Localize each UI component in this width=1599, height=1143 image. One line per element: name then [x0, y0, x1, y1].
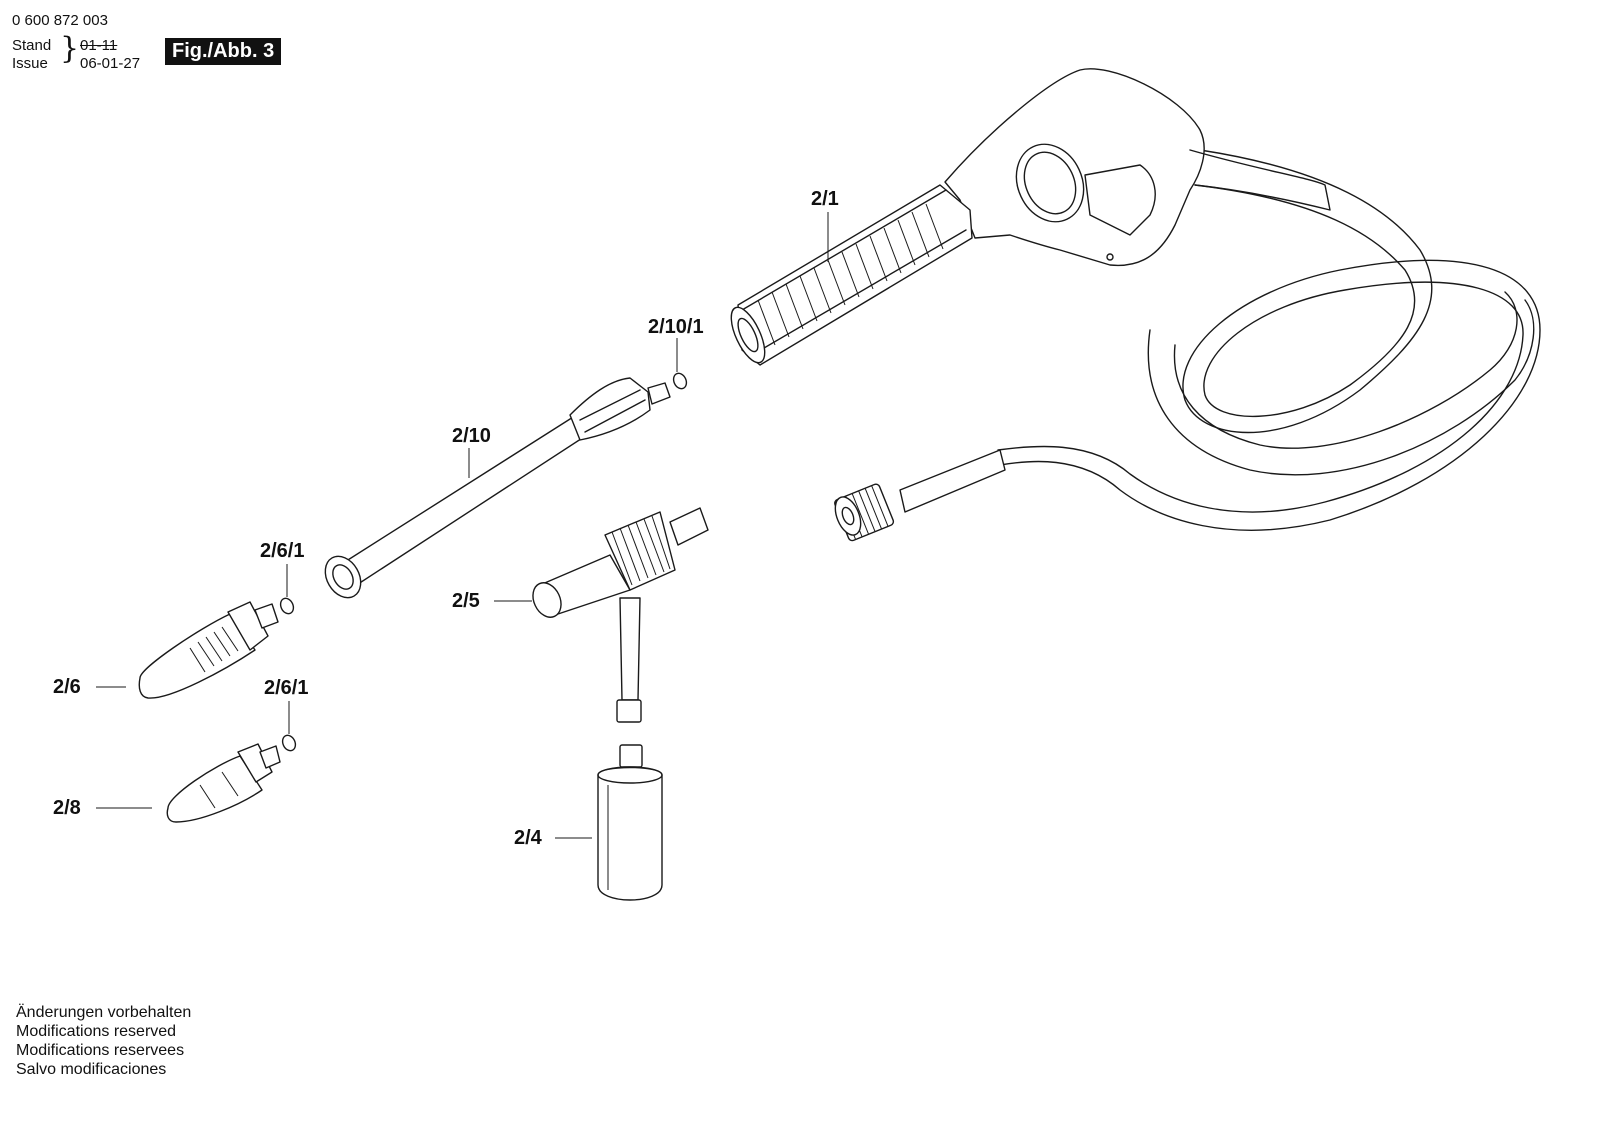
callout-2-8: 2/8 [53, 797, 81, 819]
leader-lines [96, 212, 828, 838]
o-ring-2-6-1-b-drawing [280, 733, 298, 753]
o-ring-2-6-1-a-drawing [278, 596, 296, 616]
nozzle-2-6-drawing [139, 602, 278, 698]
callout-2-10: 2/10 [452, 425, 491, 447]
stand-label: Stand [12, 37, 52, 54]
callout-2-6-1-a: 2/6/1 [260, 540, 305, 562]
footer-line-en: Modifications reserved [16, 1023, 177, 1040]
part-number: 0 600 872 003 [12, 12, 108, 29]
footer-line-es: Salvo modificaciones [16, 1061, 167, 1078]
callout-2-6: 2/6 [53, 676, 81, 698]
bottle-drawing [598, 745, 662, 900]
callout-2-6-1-b: 2/6/1 [264, 677, 309, 699]
spray-gun-drawing [724, 69, 1330, 367]
callout-2-10-1: 2/10/1 [648, 316, 704, 338]
foam-nozzle-drawing [528, 508, 708, 722]
callout-2-1: 2/1 [811, 188, 839, 210]
callout-2-4: 2/4 [514, 827, 542, 849]
nozzle-2-8-drawing [167, 744, 280, 822]
figure-label: Fig./Abb. 3 [165, 38, 282, 65]
lance-drawing [318, 378, 670, 604]
footer-line-fr: Modifications reservees [16, 1042, 185, 1059]
old-date: 01-11 [80, 37, 118, 54]
hose-drawing [830, 150, 1540, 542]
brace-icon: } [60, 31, 80, 66]
issue-label: Issue [12, 55, 48, 72]
o-ring-2-10-1-drawing [671, 371, 689, 391]
footer-notes: Änderungen vorbehalten Modifications res… [16, 1003, 191, 1079]
callout-2-5: 2/5 [452, 590, 480, 612]
footer-line-de: Änderungen vorbehalten [16, 1004, 192, 1021]
issue-date: 06-01-27 [80, 55, 141, 72]
